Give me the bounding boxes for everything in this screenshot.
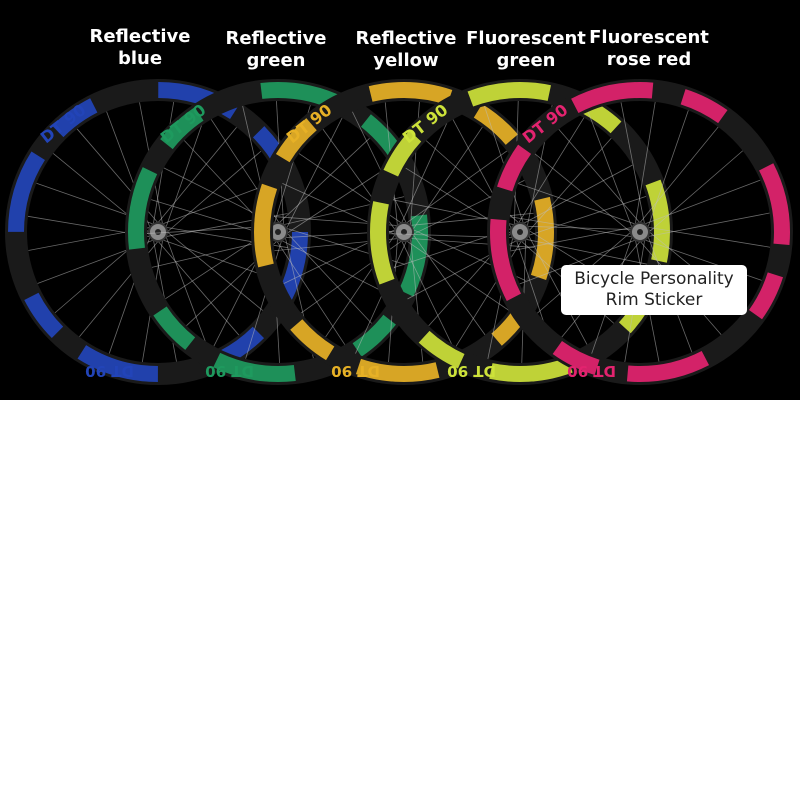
spoke: [455, 234, 526, 347]
spoke: [636, 179, 761, 228]
spoke: [639, 225, 771, 248]
rim-decal-text: DT 90: [85, 362, 134, 380]
rim-sticker: [254, 82, 554, 382]
hub-axle: [517, 229, 523, 235]
rim-sticker: [370, 82, 670, 382]
badge-line-2: Rim Sticker: [605, 290, 703, 310]
spoke: [398, 234, 457, 353]
rim-decal-text: DT 90: [447, 362, 496, 380]
label-reflective-yellow: Reflective yellow: [341, 28, 471, 72]
spoke: [524, 137, 612, 236]
spoke: [516, 164, 633, 228]
spoke: [634, 126, 719, 230]
spoke: [519, 225, 652, 231]
hub-axle: [155, 229, 161, 235]
label-reflective-green: Reflective green: [211, 28, 341, 72]
label-fluorescent-green: Fluorescent green: [461, 28, 591, 72]
spoke: [300, 235, 409, 314]
spoke: [79, 234, 164, 338]
label-line-2: blue: [117, 48, 163, 69]
spoke: [509, 216, 641, 239]
spoke: [402, 212, 534, 227]
rim-sticker: [490, 82, 790, 382]
spoke: [522, 195, 647, 238]
rim-decal-text: DT 90: [205, 362, 254, 380]
spoke: [397, 110, 453, 231]
label-line-2: yellow: [373, 50, 439, 71]
label-line-2: green: [496, 50, 556, 71]
label-line-2: green: [246, 50, 306, 71]
hub-axle: [275, 229, 281, 235]
spoke: [518, 183, 642, 227]
spoke: [633, 101, 656, 233]
rim-sticker: [8, 82, 308, 382]
spoke: [162, 228, 210, 353]
badge-line-1: Bicycle Personality: [574, 269, 734, 289]
spoke: [281, 226, 373, 324]
spoke: [643, 150, 744, 237]
spoke: [272, 137, 370, 229]
spoke: [163, 110, 208, 234]
spoke: [534, 153, 638, 238]
hub-axle: [637, 229, 643, 235]
spoke: [519, 237, 648, 265]
wheel: DT 90 DT 90: [251, 79, 557, 385]
spoke: [283, 117, 343, 235]
spoke: [399, 150, 508, 229]
label-line-1: Reflective: [225, 28, 327, 49]
spoke: [645, 110, 689, 234]
spoke: [558, 128, 645, 229]
spoke: [408, 126, 483, 236]
spoke: [153, 235, 240, 336]
label-line-1: Fluorescent: [466, 28, 586, 49]
spoke: [524, 228, 588, 345]
spoke: [161, 150, 262, 237]
spoke: [514, 117, 585, 230]
spoke: [152, 126, 237, 230]
label-fluorescent-rose-red: Fluorescent rose red: [584, 27, 714, 71]
spoke: [281, 164, 391, 238]
label-line-1: Reflective: [89, 26, 191, 47]
label-reflective-blue: Reflective blue: [75, 26, 205, 70]
spoke: [620, 102, 647, 231]
spoke: [275, 237, 393, 297]
label-line-1: Reflective: [355, 28, 457, 49]
spoke: [587, 111, 636, 236]
product-name-badge: Bicycle Personality Rim Sticker: [561, 265, 747, 315]
rim-decal-text: DT 90: [331, 362, 380, 380]
spoke: [407, 227, 486, 336]
hub-axle: [401, 229, 407, 235]
rim-sticker: [128, 82, 428, 382]
label-line-2: rose red: [606, 49, 692, 70]
spoke: [519, 236, 644, 285]
spoke: [245, 232, 285, 360]
blank-area: [0, 400, 800, 800]
spoke: [510, 225, 639, 252]
rim-decal-text: DT 90: [567, 362, 616, 380]
spoke: [641, 212, 770, 239]
label-line-1: Fluorescent: [589, 27, 709, 48]
